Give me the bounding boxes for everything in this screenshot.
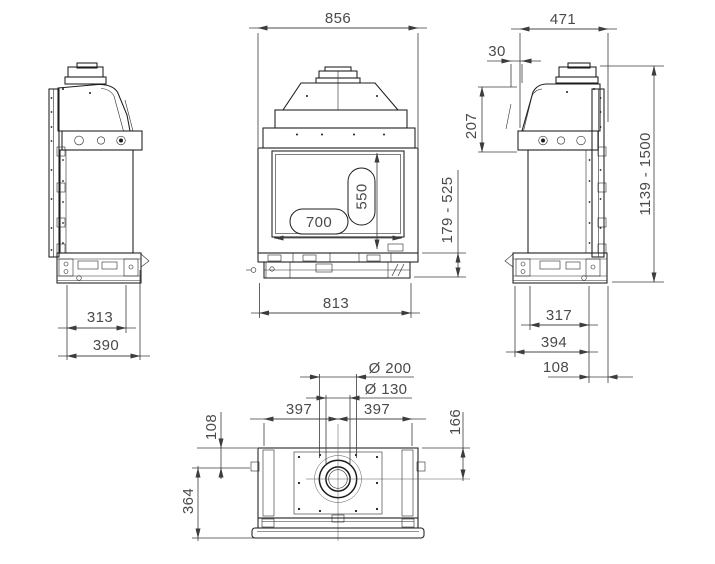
dim-207: 207 xyxy=(463,86,517,153)
dim-166: 166 xyxy=(422,409,470,481)
dim-height-range-right: 1139 - 1500 xyxy=(600,65,664,283)
dim-label-dia130: Ø 130 xyxy=(365,381,408,398)
base-frame-right xyxy=(504,252,608,284)
front-frame-top xyxy=(251,514,425,539)
dim-label-550: 550 xyxy=(354,183,371,209)
dim-394: 394 xyxy=(506,286,598,357)
dim-label-179-525: 179 - 525 xyxy=(439,177,456,244)
dim-label-397-right: 397 xyxy=(364,401,390,418)
clip-right xyxy=(416,461,426,472)
side-rail-right xyxy=(401,449,414,517)
latch xyxy=(387,243,404,252)
firebox-body xyxy=(59,149,134,254)
wall-bracket-right xyxy=(591,88,607,258)
dim-317: 317 xyxy=(521,286,598,383)
dim-label-813: 813 xyxy=(323,295,349,312)
dim-label-397-left: 397 xyxy=(286,401,312,418)
firebox-body-right xyxy=(527,149,593,254)
glass-width-balloon: 700 xyxy=(289,208,349,235)
dim-30: 30 xyxy=(487,43,541,87)
mounting-bar-right xyxy=(517,130,599,151)
dim-label-108-right: 108 xyxy=(543,359,569,376)
base-frame xyxy=(56,252,150,284)
dim-108-right: 108 xyxy=(543,286,633,383)
hood-right xyxy=(521,83,601,132)
base-front xyxy=(246,252,419,279)
dim-label-394: 394 xyxy=(541,334,567,351)
frame-band xyxy=(262,127,416,149)
dim-dia-200: Ø 200 xyxy=(300,360,414,458)
dim-label-313: 313 xyxy=(87,309,113,326)
flue-collar-right xyxy=(555,62,599,84)
dim-label-30: 30 xyxy=(488,43,506,60)
upper-band xyxy=(274,109,408,129)
hood-front xyxy=(282,82,400,111)
dim-813: 813 xyxy=(251,283,420,318)
dim-height-range-front: 179 - 525 xyxy=(414,170,466,278)
dim-label-317: 317 xyxy=(546,307,572,324)
dim-471: 471 xyxy=(511,11,617,128)
dim-label-108-top: 108 xyxy=(203,414,220,440)
dim-108-top: 108 xyxy=(192,412,257,479)
flue-collar xyxy=(64,62,107,85)
dim-label-364: 364 xyxy=(180,488,197,514)
dim-label-1139-1500: 1139 - 1500 xyxy=(637,132,654,215)
dim-label-471: 471 xyxy=(550,11,576,28)
front-view: 856 700 550 xyxy=(246,10,466,318)
dim-label-207: 207 xyxy=(463,113,480,139)
side-view-left: 313 390 xyxy=(48,62,150,360)
dim-label-166: 166 xyxy=(447,409,464,435)
dim-label-856: 856 xyxy=(325,10,351,27)
dim-390: 390 xyxy=(58,270,150,360)
dim-label-700: 700 xyxy=(306,214,332,231)
side-view-right: 471 30 xyxy=(463,11,664,383)
dim-dia-130: Ø 130 xyxy=(306,381,412,465)
dim-364: 364 xyxy=(180,466,254,541)
dim-label-dia200: Ø 200 xyxy=(369,360,412,377)
flue-collar-front xyxy=(315,66,361,84)
hood xyxy=(57,83,131,132)
top-view: Ø 200 Ø 130 397 397 108 xyxy=(180,360,470,541)
wall-bracket xyxy=(48,88,66,258)
dim-label-390: 390 xyxy=(93,337,119,354)
dim-313: 313 xyxy=(58,285,136,360)
mounting-bar xyxy=(61,130,143,151)
dim-397-pair: 397 397 xyxy=(250,401,426,446)
clip-left xyxy=(250,461,260,472)
side-rail-left xyxy=(262,449,275,517)
dim-856: 856 xyxy=(249,10,427,147)
glass-height-balloon: 550 xyxy=(347,167,376,226)
